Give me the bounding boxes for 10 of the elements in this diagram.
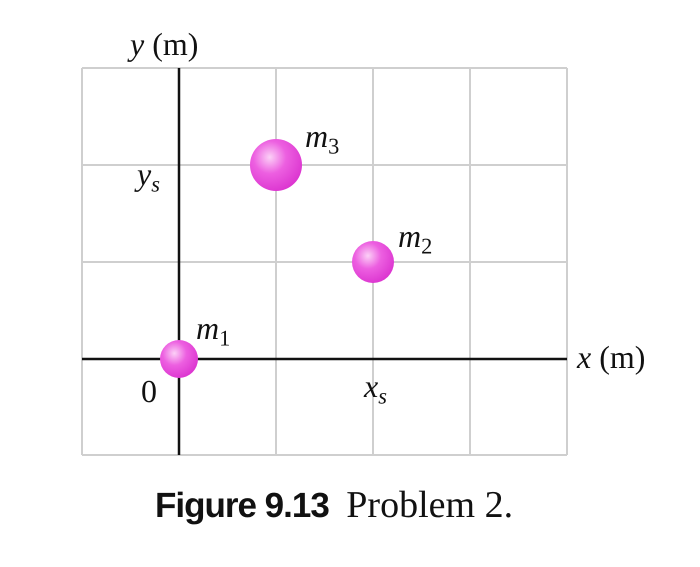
sphere [352,241,394,283]
figure-caption: Figure 9.13 Problem 2. [155,486,514,524]
tick-label: x$_{s}$ [364,370,387,408]
axis-label: x (m) [577,341,646,373]
mass-label: m$_{2}$ [398,220,432,258]
tick-label: 0 [141,375,157,407]
sphere [160,340,198,378]
mass-label: m$_{3}$ [305,120,340,158]
mass-label: m$_{1}$ [196,312,230,350]
sphere [250,139,302,191]
